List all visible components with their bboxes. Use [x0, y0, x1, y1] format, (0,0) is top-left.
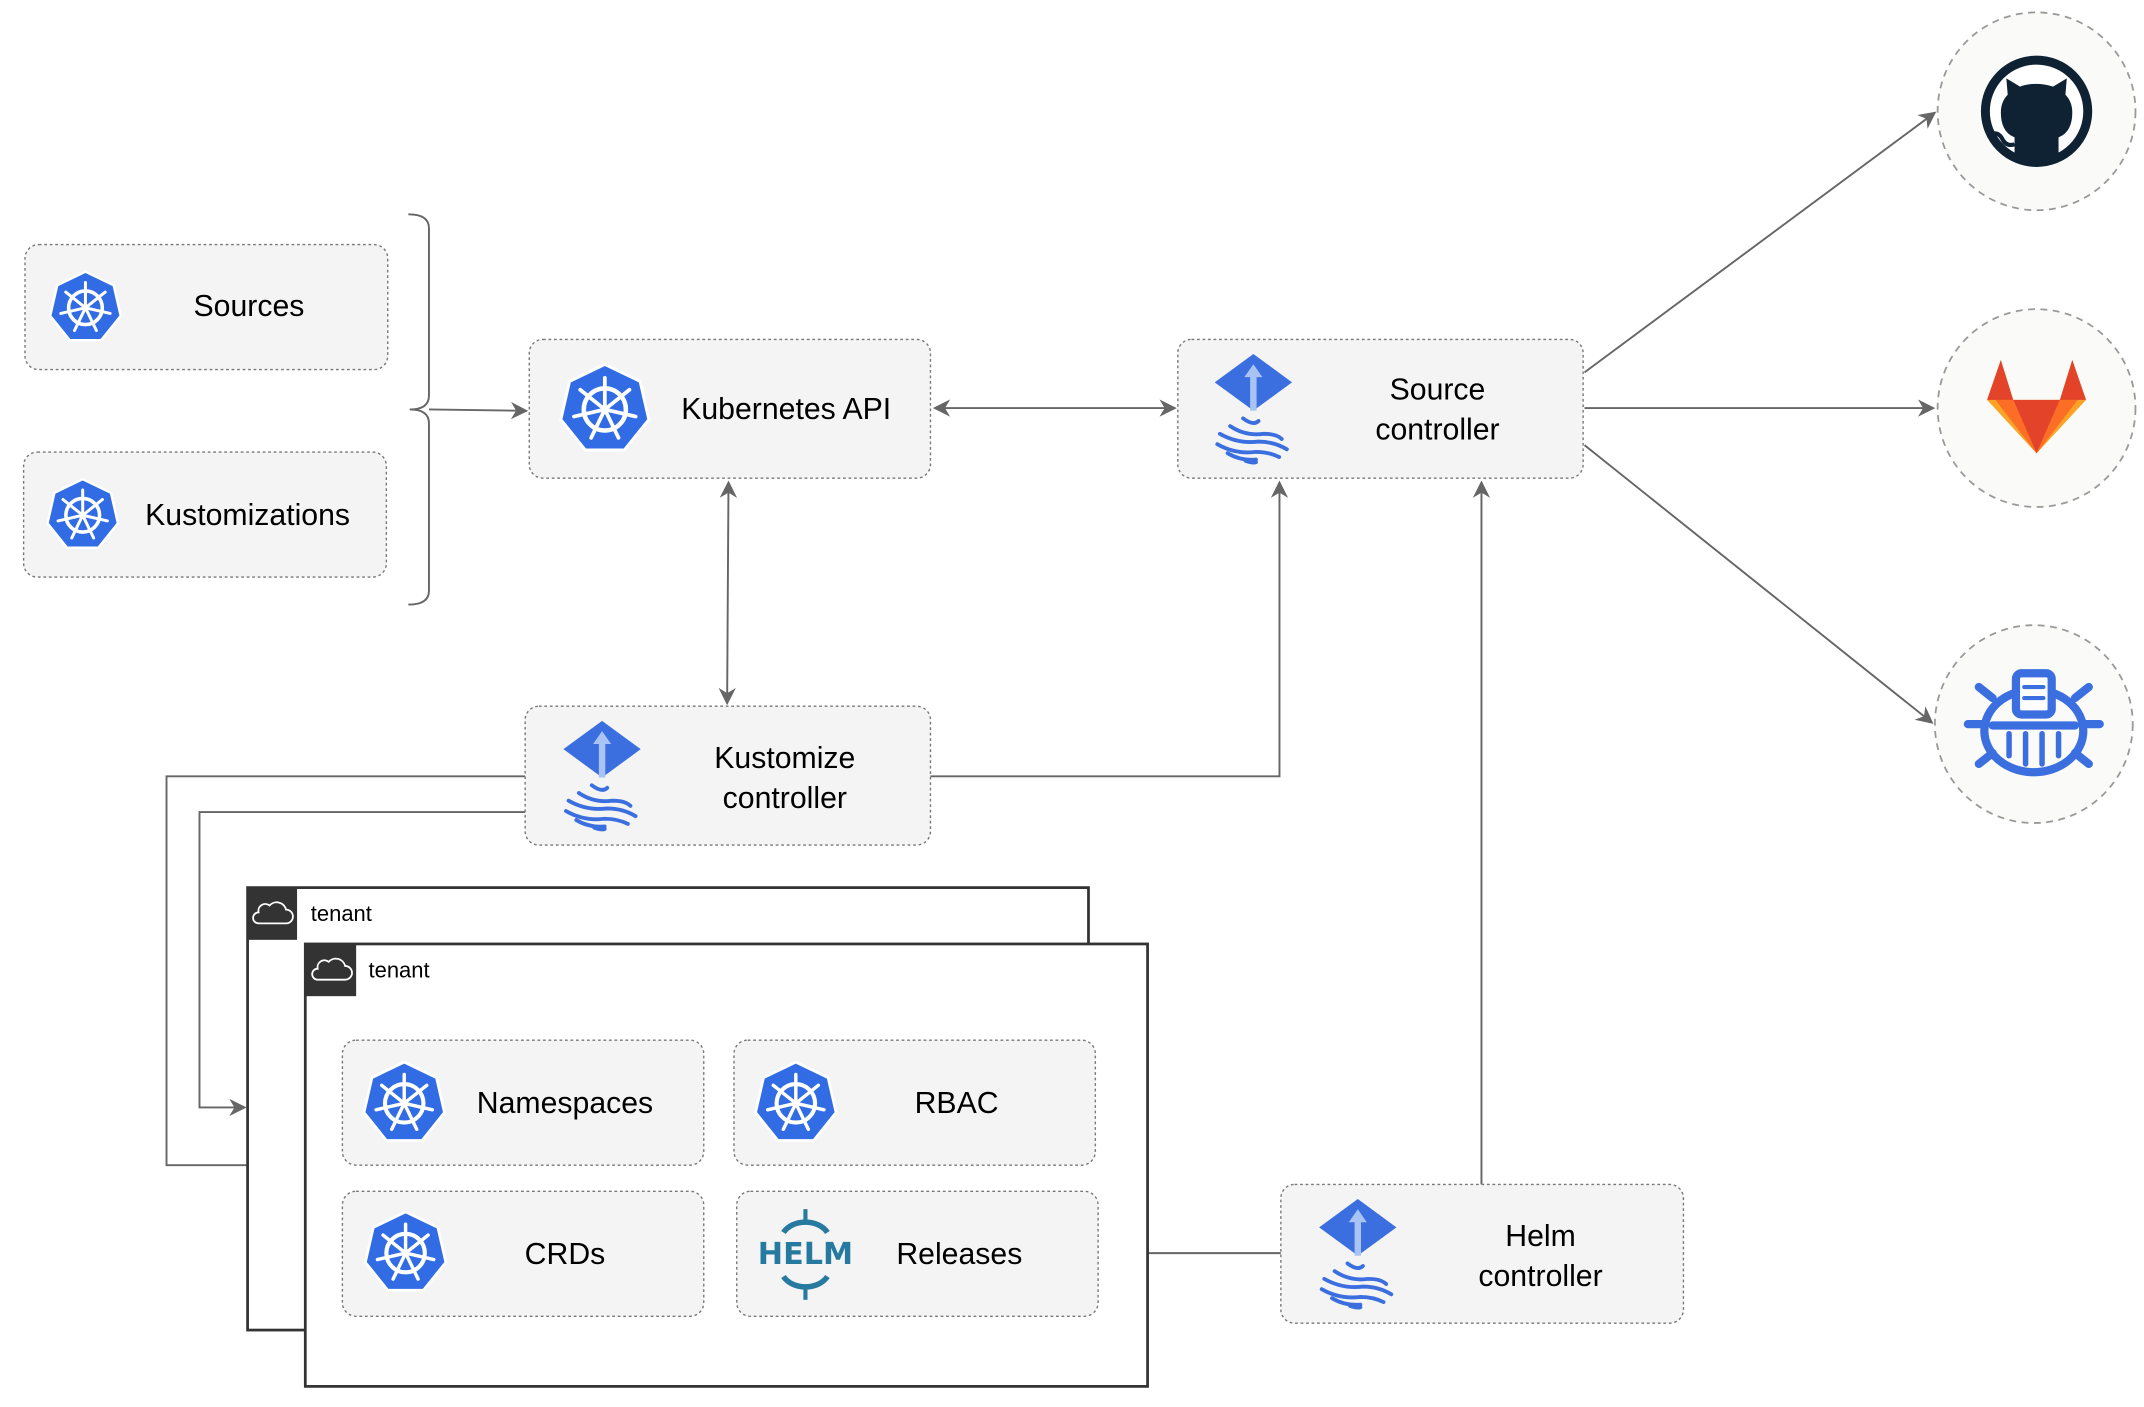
github-icon — [1980, 55, 2093, 167]
node-label: Namespaces — [477, 1087, 653, 1120]
helm-icon: HELM — [758, 1209, 853, 1300]
node-label: Sources — [194, 290, 305, 323]
node-label: Kubernetes API — [681, 393, 891, 426]
inputs-brace — [408, 213, 430, 606]
node-source-controller[interactable]: Source controller — [1177, 338, 1584, 479]
edge-kustomize-to-source — [930, 480, 1289, 778]
node-kustomize-controller[interactable]: Kustomize controller — [524, 705, 932, 846]
node-sources[interactable]: Sources — [24, 243, 389, 371]
node-label: CRDs — [525, 1238, 606, 1271]
node-label-line1: Source — [1390, 374, 1486, 407]
tenant-group-front: tenant Namespaces RBAC CRDs HELM Release… — [303, 942, 1149, 1388]
external-bucket[interactable] — [1933, 624, 2134, 824]
cloud-icon — [311, 957, 353, 981]
edges — [165, 111, 1937, 1262]
node-rbac[interactable]: RBAC — [733, 1039, 1097, 1166]
bucket-icon — [1963, 669, 2104, 777]
cloud-icon — [252, 901, 294, 925]
external-gitlab[interactable] — [1936, 308, 2137, 508]
edge-kustomize-to-tenant-back — [198, 811, 526, 1117]
edge-kustomize-to-tenant-front — [165, 775, 526, 1174]
node-label: RBAC — [915, 1087, 999, 1120]
node-namespaces[interactable]: Namespaces — [341, 1039, 705, 1166]
edge-inputs-to-api — [428, 401, 529, 420]
node-label-line2: controller — [723, 782, 847, 815]
gitlab-icon — [1987, 359, 2087, 454]
edge-source-to-bucket — [1583, 444, 1934, 724]
helm-logo-text: HELM — [758, 1237, 853, 1272]
tenant-label: tenant — [369, 958, 430, 983]
node-releases[interactable]: HELM Releases — [736, 1190, 1099, 1318]
node-label-line2: controller — [1375, 414, 1499, 447]
edge-api-kustomize-controller — [718, 480, 738, 706]
node-label-line1: Kustomize — [714, 742, 855, 775]
node-kustomizations[interactable]: Kustomizations — [22, 451, 388, 578]
external-github[interactable] — [1936, 11, 2137, 212]
node-label: Kustomizations — [145, 499, 350, 532]
node-crds[interactable]: CRDs — [341, 1190, 705, 1318]
node-label-line1: Helm — [1505, 1220, 1576, 1253]
node-helm-controller[interactable]: Helm controller — [1280, 1183, 1685, 1324]
node-label-line2: controller — [1478, 1260, 1602, 1293]
node-kubernetes-api[interactable]: Kubernetes API — [528, 338, 932, 479]
edge-source-to-github — [1583, 111, 1937, 374]
tenant-label: tenant — [311, 901, 372, 926]
node-label: Releases — [896, 1238, 1022, 1271]
